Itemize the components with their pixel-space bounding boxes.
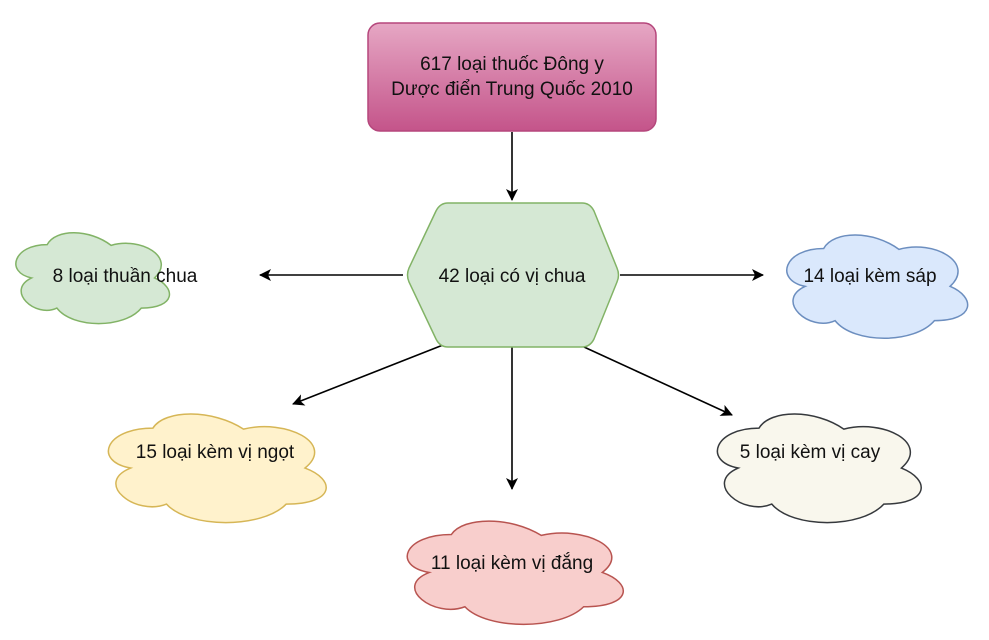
edge-center-to-sweet [292,344,444,406]
node-center[interactable]: 42 loại có vị chua [406,202,620,348]
node-bitter[interactable]: 11 loại kèm vị đắng [407,521,623,624]
node-sweet-label: 15 loại kèm vị ngọt [136,442,295,463]
node-bitter-shape [407,521,623,624]
node-center-shape [406,202,620,348]
node-spicy-shape [717,414,921,523]
node-root[interactable]: 617 loại thuốc Đông y Dược điển Trung Qu… [367,22,657,132]
node-root-label-line2: Dược điển Trung Quốc 2010 [391,79,633,100]
node-astringent-label: 14 loại kèm sáp [803,266,936,287]
node-sweet-shape [108,414,326,523]
node-root-label-line1: 617 loại thuốc Đông y [420,54,604,75]
node-spicy[interactable]: 5 loại kèm vị cay [717,414,921,523]
node-sweet[interactable]: 15 loại kèm vị ngọt [108,414,326,523]
edge-center-to-spicy [583,346,733,416]
node-pure-sour[interactable]: 8 loại thuần chua [16,233,198,324]
node-pure-sour-shape [16,233,170,324]
node-astringent[interactable]: 14 loại kèm sáp [787,235,968,338]
node-bitter-label: 11 loại kèm vị đắng [431,552,593,574]
node-spicy-label: 5 loại kèm vị cay [740,442,881,463]
node-pure-sour-label: 8 loại thuần chua [53,266,198,287]
edges [259,132,764,490]
node-astringent-shape [787,235,968,338]
node-center-label: 42 loại có vị chua [439,266,586,287]
node-root-shape [367,22,657,132]
